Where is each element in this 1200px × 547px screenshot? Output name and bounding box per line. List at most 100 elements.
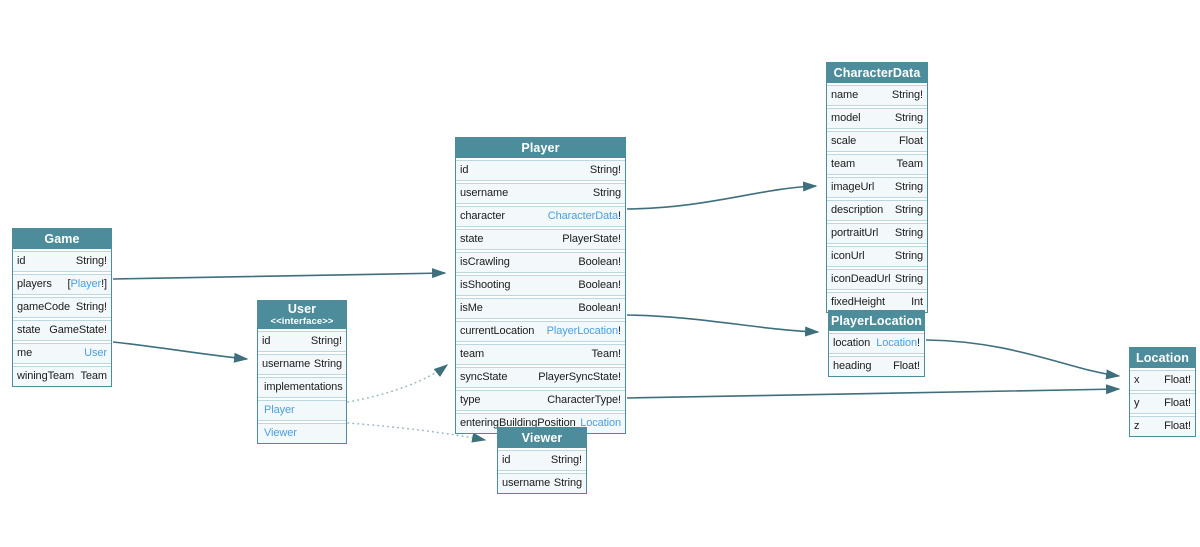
table-header-viewer[interactable]: Viewer: [498, 428, 586, 448]
field-type: String: [554, 474, 582, 493]
field-name: username: [262, 358, 311, 370]
type-text: String!: [589, 164, 621, 176]
type-text: String: [894, 273, 923, 285]
field-row-id: id String!: [498, 450, 586, 471]
field-name: iconDeadUrl: [831, 273, 891, 285]
field-type: Float!: [893, 357, 920, 376]
field-name: isMe: [460, 302, 483, 314]
type-text: Float!: [893, 360, 920, 372]
field-type: String!: [311, 332, 342, 351]
table-header-game[interactable]: Game: [13, 229, 111, 249]
implementation-link-row-player[interactable]: Player: [258, 400, 346, 421]
type-text: !: [618, 325, 621, 337]
field-type: Boolean!: [578, 253, 621, 272]
field-type: String!: [590, 161, 621, 180]
field-name: location: [833, 337, 871, 349]
field-name: gameCode: [17, 301, 71, 313]
implementation-link-row-viewer[interactable]: Viewer: [258, 423, 346, 443]
field-row-heading: heading Float!: [829, 356, 924, 376]
field-name: description: [831, 204, 884, 216]
field-type: String: [895, 224, 923, 243]
field-row-portraitUrl: portraitUrl String: [827, 223, 927, 244]
type-text: String: [553, 477, 582, 489]
field-name: type: [460, 394, 481, 406]
field-type: String!: [551, 451, 582, 470]
edge-game-players-to-player: [112, 268, 447, 280]
field-name: isCrawling: [460, 256, 510, 268]
table-header-player[interactable]: Player: [456, 138, 625, 158]
field-name: team: [831, 158, 856, 170]
implementations-label-row: implementations: [258, 377, 346, 398]
field-type: Location!: [876, 334, 920, 353]
type-text: String!: [550, 454, 582, 466]
field-row-state: state GameState!: [13, 320, 111, 341]
table-title: User: [287, 302, 317, 316]
type-link[interactable]: Player: [264, 404, 295, 416]
type-text: PlayerState!: [562, 233, 621, 245]
table-title: Player: [521, 141, 560, 155]
field-rows: location Location! heading Float!: [829, 331, 924, 376]
field-name: id: [502, 454, 511, 466]
type-text: Team: [896, 158, 924, 170]
field-type: PlayerSyncState!: [538, 368, 621, 387]
type-link[interactable]: PlayerLocation: [546, 325, 619, 337]
type-text: String: [313, 358, 342, 370]
field-name: x: [1134, 374, 1140, 386]
table-header-user[interactable]: User<<interface>>: [258, 301, 346, 329]
type-link[interactable]: Location: [580, 417, 621, 429]
field-name: scale: [831, 135, 857, 147]
type-text: Int: [911, 296, 923, 308]
edge-player-character-to-characterdata: [626, 181, 818, 210]
table-playerlocation: PlayerLocation location Location! heading Fl…: [828, 310, 925, 377]
field-type: Location: [580, 414, 621, 433]
type-link[interactable]: CharacterData: [547, 210, 619, 222]
edge-user-player-implementation: [347, 364, 449, 403]
table-title: Location: [1136, 351, 1189, 365]
field-name: portraitUrl: [831, 227, 879, 239]
field-name: players: [17, 278, 52, 290]
field-type: String: [895, 247, 923, 266]
field-type: String: [895, 178, 923, 197]
type-text: !]: [101, 278, 107, 290]
field-name: state: [460, 233, 484, 245]
type-text: CharacterType!: [547, 394, 621, 406]
type-link[interactable]: User: [84, 347, 107, 359]
field-type: GameState!: [49, 321, 107, 340]
table-header-characterdata[interactable]: CharacterData: [827, 63, 927, 83]
field-type: Float: [899, 132, 923, 151]
field-type: String!: [76, 252, 107, 271]
type-text: Float!: [1164, 420, 1191, 432]
field-name: id: [460, 164, 469, 176]
field-name: id: [262, 335, 271, 347]
table-header-location[interactable]: Location: [1130, 348, 1195, 368]
type-text: Boolean!: [578, 302, 621, 314]
type-text: String!: [75, 255, 107, 267]
field-type: Float!: [1164, 371, 1191, 390]
type-link[interactable]: Viewer: [264, 427, 297, 439]
field-name: state: [17, 324, 41, 336]
field-name: heading: [833, 360, 872, 372]
type-link[interactable]: Location: [876, 337, 918, 349]
field-row-state: state PlayerState!: [456, 229, 625, 250]
table-header-playerlocation[interactable]: PlayerLocation: [829, 311, 924, 331]
field-row-isMe: isMe Boolean!: [456, 298, 625, 319]
type-link[interactable]: Player: [70, 278, 102, 290]
